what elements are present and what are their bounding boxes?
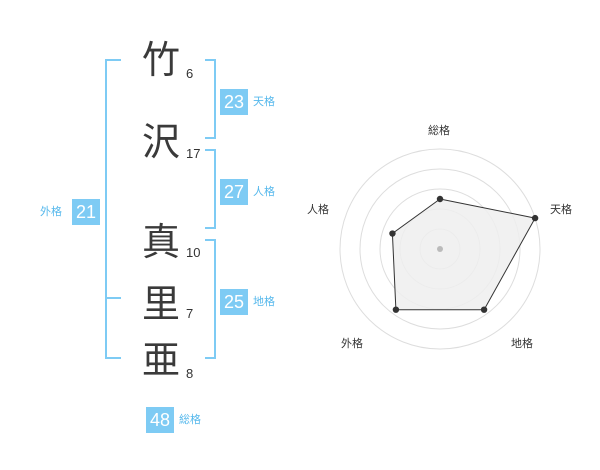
tenkaku-label: 天格 <box>253 95 275 108</box>
gaikaku-bracket <box>105 59 121 359</box>
radar-center-dot <box>437 246 443 252</box>
radar-point-5 <box>389 230 396 237</box>
radar-point-4 <box>392 306 400 313</box>
name-char-5-strokes: 8 <box>186 366 194 381</box>
radar-point-1 <box>436 195 444 203</box>
radar-label-tenkaku: 天格 <box>550 203 572 216</box>
soukaku-value: 48 <box>146 407 174 433</box>
chikaku-value: 25 <box>220 289 248 315</box>
radar-points <box>389 195 539 313</box>
name-char-5: 亜 <box>141 338 180 382</box>
chikaku-bracket <box>205 239 216 359</box>
name-char-1-strokes: 6 <box>186 66 194 81</box>
name-char-4-strokes: 7 <box>186 306 194 321</box>
name-char-3: 真 <box>141 220 180 264</box>
name-char-2-strokes: 17 <box>186 146 201 161</box>
gaikaku-label: 外格 <box>40 205 62 218</box>
radar-point-2 <box>531 214 539 222</box>
jinkaku-value: 27 <box>220 179 248 205</box>
radar-label-gaikaku: 外格 <box>341 337 363 350</box>
name-char-4: 里 <box>141 282 180 326</box>
radar-grid-ring <box>339 148 541 350</box>
tenkaku-value: 23 <box>220 89 248 115</box>
radar-point-3 <box>480 306 488 313</box>
soukaku-label: 総格 <box>179 413 201 426</box>
jinkaku-label: 人格 <box>253 185 275 198</box>
tenkaku-bracket <box>205 59 216 139</box>
radar-label-soukaku: 総格 <box>428 124 450 137</box>
radar-label-jinkaku: 人格 <box>307 203 329 216</box>
jinkaku-bracket <box>205 149 216 229</box>
radar-grid-ring <box>359 168 521 330</box>
name-char-3-strokes: 10 <box>186 245 201 260</box>
gaikaku-value: 21 <box>72 199 100 225</box>
chikaku-label: 地格 <box>253 295 275 308</box>
radar-label-chikaku: 地格 <box>511 337 533 350</box>
name-char-1: 竹 <box>141 38 180 82</box>
name-char-2: 沢 <box>141 120 180 164</box>
radar-polygon <box>391 198 536 311</box>
